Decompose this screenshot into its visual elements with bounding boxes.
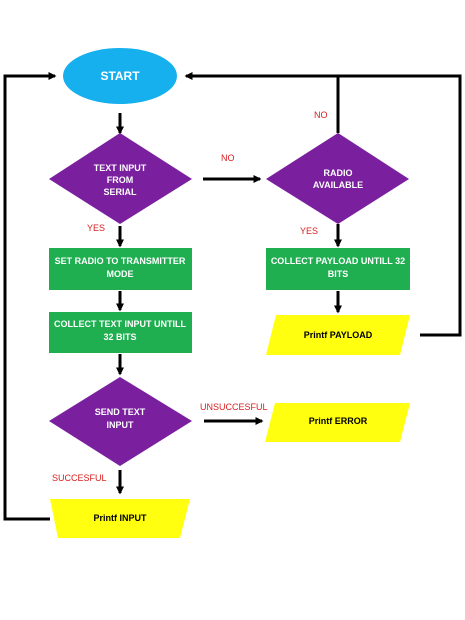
text-input-line-3: SERIAL (103, 187, 137, 197)
collect-text-process: COLLECT TEXT INPUT UNTILL 32 BITS (49, 312, 192, 353)
set-radio-line-2: MODE (107, 269, 134, 279)
printf-input-shape (50, 499, 190, 538)
edge-label-successful: SUCCESFUL (52, 473, 107, 483)
edge-labels: NO NO YES YES UNSUCCESFUL SUCCESFUL (52, 110, 328, 483)
radio-available-line-2: AVAILABLE (313, 180, 363, 190)
send-text-line-2: INPUT (107, 420, 135, 430)
edge-label-no-mid: NO (221, 153, 235, 163)
radio-available-decision: RADIO AVAILABLE (266, 133, 409, 224)
printf-payload-io: Printf PAYLOAD (266, 315, 410, 355)
collect-payload-process: COLLECT PAYLOAD UNTILL 32 BITS (266, 248, 410, 290)
edge-label-unsuccessful: UNSUCCESFUL (200, 402, 268, 412)
text-input-line-1: TEXT INPUT (94, 163, 147, 173)
edge-radio-no-to-start (184, 72, 340, 133)
collect-text-line-1: COLLECT TEXT INPUT UNTILL (54, 319, 186, 329)
edge-label-yes-right: YES (300, 226, 318, 236)
collect-text-line-2: 32 BITS (103, 332, 136, 342)
start-label: START (100, 69, 140, 83)
printf-error-shape (265, 403, 410, 442)
edge-input-loop-to-start (3, 72, 57, 521)
send-text-line-1: SEND TEXT (95, 407, 146, 417)
edge-label-yes-left: YES (87, 223, 105, 233)
radio-available-line-1: RADIO (324, 168, 353, 178)
set-radio-box (49, 248, 192, 290)
printf-input-io: Printf INPUT (50, 499, 190, 538)
printf-error-label: Printf ERROR (309, 416, 368, 426)
text-input-diamond (49, 133, 192, 224)
set-radio-process: SET RADIO TO TRANSMITTER MODE (49, 248, 192, 290)
collect-text-box (49, 312, 192, 353)
send-text-diamond (49, 377, 192, 466)
set-radio-line-1: SET RADIO TO TRANSMITTER (55, 256, 186, 266)
collect-payload-box (266, 248, 410, 290)
start-oval (63, 48, 177, 104)
printf-payload-shape (266, 315, 410, 355)
text-input-decision: TEXT INPUT FROM SERIAL (49, 133, 192, 224)
send-text-decision: SEND TEXT INPUT (49, 377, 192, 466)
printf-input-label: Printf INPUT (94, 513, 148, 523)
radio-available-diamond (266, 133, 409, 224)
collect-payload-line-1: COLLECT PAYLOAD UNTILL 32 (271, 256, 405, 266)
text-input-line-2: FROM (107, 175, 134, 185)
printf-payload-label: Printf PAYLOAD (304, 330, 373, 340)
connectors (3, 72, 462, 521)
edge-payload-loop-to-start (338, 74, 462, 337)
edge-label-no-top: NO (314, 110, 328, 120)
printf-error-io: Printf ERROR (265, 403, 410, 442)
start-node: START (63, 48, 177, 104)
collect-payload-line-2: BITS (328, 269, 349, 279)
